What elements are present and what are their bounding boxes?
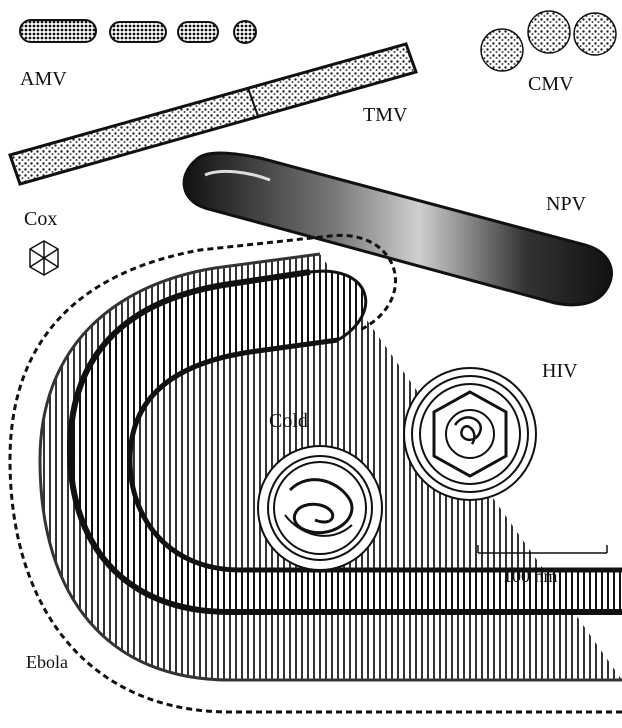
label-cox: Cox	[24, 208, 57, 231]
scale-bar-label: 100 nm	[503, 566, 558, 587]
label-tmv: TMV	[363, 104, 407, 127]
cmv-particle-3	[574, 13, 616, 55]
amv-particle-4	[234, 21, 256, 43]
amv-particle-1	[20, 20, 96, 42]
label-ebola: Ebola	[26, 652, 68, 673]
cox-particle	[30, 241, 58, 275]
label-amv: AMV	[20, 68, 67, 91]
hiv-particle	[404, 368, 536, 500]
amv-particle-3	[178, 22, 218, 42]
amv-particles	[20, 20, 256, 43]
cmv-particle-2	[528, 11, 570, 53]
label-hiv: HIV	[542, 360, 578, 383]
amv-particle-2	[110, 22, 166, 42]
cmv-particle-1	[481, 29, 523, 71]
cold-particle	[258, 446, 382, 570]
cmv-particles	[481, 11, 616, 71]
label-cold: Cold	[269, 410, 308, 433]
label-npv: NPV	[546, 193, 586, 216]
label-cmv: CMV	[528, 73, 574, 96]
